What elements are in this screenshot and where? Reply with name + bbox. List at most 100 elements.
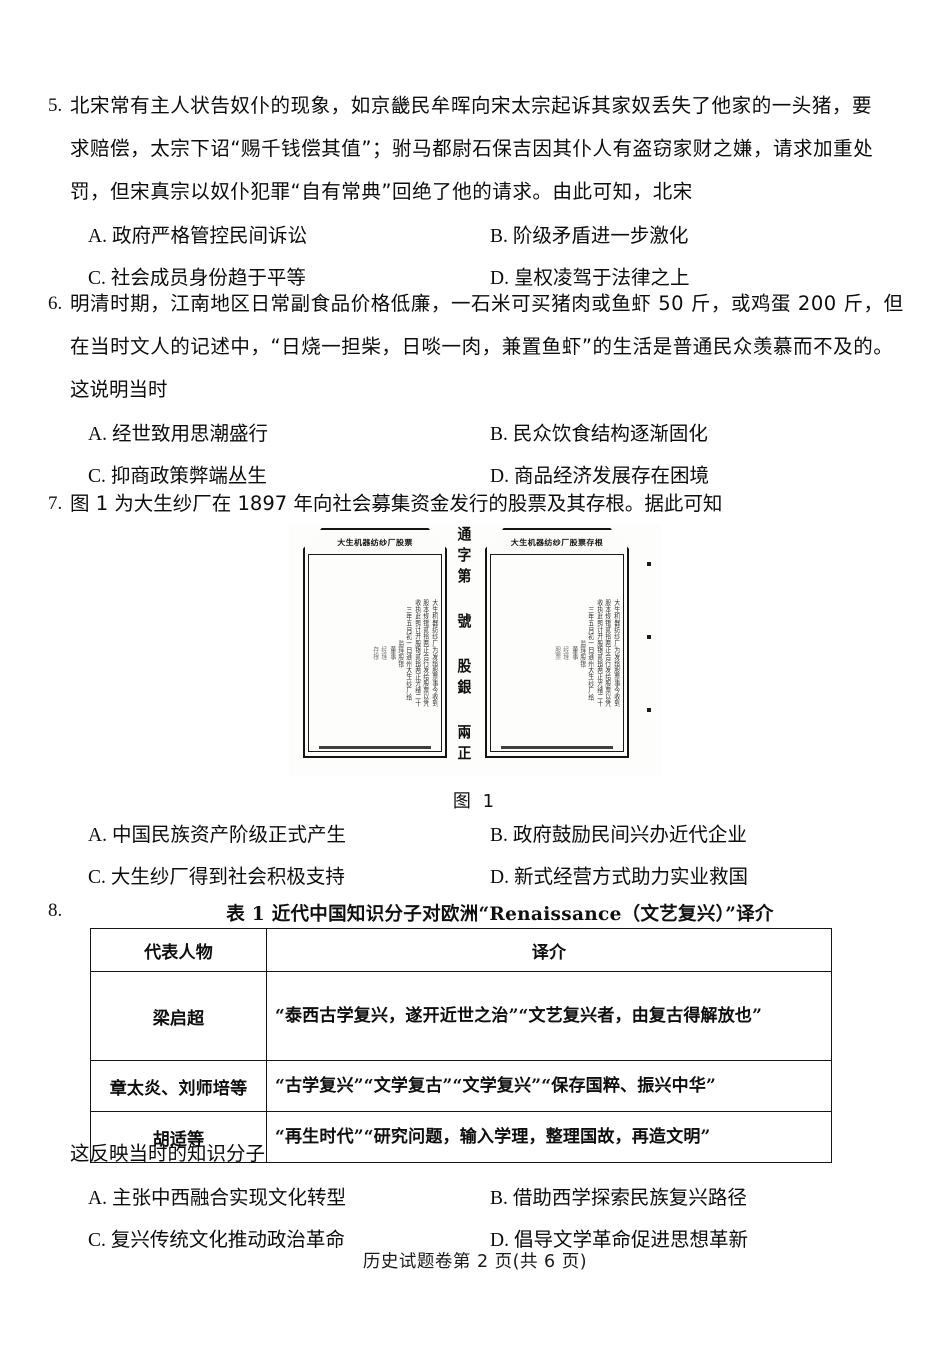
option-text-d: 皇权凌驾于法律之上 — [513, 266, 690, 289]
vertical-text-column: 三年五月初一日通州大生纱厂给 — [588, 606, 595, 700]
column-header-gloss: 译介 — [266, 928, 832, 972]
cell-gloss: “再生时代”“研究问题，输入学理，整理国故，再造文明” — [266, 1111, 832, 1163]
option-text-a: 经世致用思潮盛行 — [111, 422, 268, 445]
vertical-text-column: 存根 — [372, 646, 379, 660]
cell-gloss: “古学复兴”“文学复古”“文学复兴”“保存国粹、振兴中华” — [266, 1060, 832, 1112]
left-stub-baseline — [319, 746, 431, 749]
question-6-option-row-cd: C.抑商政策弊端丛生 D.商品经济发展存在困境 — [48, 455, 910, 497]
option-letter-b: B. — [490, 1188, 508, 1209]
option-text-b: 政府鼓励民间兴办近代企业 — [512, 823, 747, 846]
cell-person: 梁启超 — [90, 971, 267, 1061]
question-5-option-d[interactable]: D.皇权凌驾于法律之上 — [490, 257, 689, 299]
stock-certificate-photo: 大生机器纺纱厂股票 大生机器纺纱厂为发给股票事今收到 股本规银贰拾两正合行发给股… — [289, 524, 661, 776]
vertical-text-column: 董事 — [571, 646, 578, 660]
margin-mark — [647, 635, 651, 639]
vertical-text-column: 经理 — [562, 646, 570, 660]
middle-text-3: 股銀 — [455, 658, 473, 700]
question-8-option-row-ab: A.主张中西融合实现文化转型 B.借助西学探索民族复兴路径 — [48, 1177, 910, 1219]
left-stub-body: 大生机器纺纱厂为发给股票事今收到 股本规银贰拾两正合行发给股票以凭 收执此照计开… — [308, 554, 442, 752]
question-5-stem-text-2: 求赔偿，太宗下诏“赐千钱偿其值”；驸马都尉石保吉因其仆人有盗窃家财之嫌，请求加重… — [70, 137, 874, 160]
question-7-stem-line-1: 7. 图 1 为大生纱厂在 1897 年向社会募集资金发行的股票及其存根。据此可… — [48, 482, 910, 525]
question-6: 6. 明清时期，江南地区日常副食品价格低廉，一石米可买猪肉或鱼虾 50 斤，或鸡… — [48, 282, 910, 497]
question-6-option-c[interactable]: C.抑商政策弊端丛生 — [88, 455, 490, 497]
question-6-stem-text-2: 在当时文人的记述中，“日烧一担柴，日啖一肉，兼置鱼虾”的生活是普通民众羡慕而不及… — [70, 335, 894, 358]
option-letter-a: A. — [88, 1188, 107, 1209]
question-7-option-row-cd: C.大生纱厂得到社会积极支持 D.新式经营方式助力实业救国 — [48, 856, 910, 898]
question-7-option-a[interactable]: A.中国民族资产阶级正式产生 — [88, 814, 490, 856]
vertical-text-column: 经理 — [380, 646, 388, 660]
table-1-title: 表 1 近代中国知识分子对欧洲“Renaissance（文艺复兴）”译介 — [226, 904, 774, 925]
option-letter-c: C. — [88, 466, 106, 487]
question-5-number: 5. — [48, 95, 63, 116]
question-6-option-row-ab: A.经世致用思潮盛行 B.民众饮食结构逐渐固化 — [48, 413, 910, 455]
question-7-number: 7. — [48, 493, 63, 514]
certificate-middle-inscription: 通字第 號 股銀 兩正 — [447, 526, 483, 766]
question-7-options: A.中国民族资产阶级正式产生 B.政府鼓励民间兴办近代企业 C.大生纱厂得到社会… — [48, 812, 910, 898]
option-text-d: 倡导文学革命促进思想革新 — [513, 1228, 748, 1251]
vertical-text-column: 三年五月初一日通州大生纱厂给 — [406, 606, 413, 700]
question-7-stem-text-1: 图 1 为大生纱厂在 1897 年向社会募集资金发行的股票及其存根。据此可知 — [70, 492, 723, 515]
question-8-option-c[interactable]: C.复兴传统文化推动政治革命 — [88, 1219, 490, 1261]
question-6-options: A.经世致用思潮盛行 B.民众饮食结构逐渐固化 C.抑商政策弊端丛生 D.商品经… — [48, 413, 910, 497]
vertical-text-column: 收执此照计开股银贰拾两正光绪二十 — [414, 599, 421, 707]
question-7-option-d[interactable]: D.新式经营方式助力实业救国 — [490, 856, 748, 898]
option-letter-d: D. — [490, 1230, 509, 1251]
table-header-row: 代表人物 译介 — [90, 928, 832, 972]
question-5: 5. 北宋常有主人状告奴仆的现象，如京畿民牟晖向宋太宗起诉其家奴丢失了他家的一头… — [48, 84, 910, 299]
option-text-d: 商品经济发展存在困境 — [513, 464, 709, 487]
cell-gloss: “泰西古学复兴，遂开近世之治”“文艺复兴者，由复古得解放也” — [266, 971, 832, 1061]
question-6-stem-text-3: 这说明当时 — [70, 378, 168, 401]
question-5-stem-text-1: 北宋常有主人状告奴仆的现象，如京畿民牟晖向宋太宗起诉其家奴丢失了他家的一头猪，要 — [70, 94, 873, 117]
right-stub-header: 大生机器纺纱厂股票存根 — [510, 537, 604, 547]
question-6-option-b[interactable]: B.民众饮食结构逐渐固化 — [490, 413, 708, 455]
option-letter-a: A. — [88, 226, 107, 247]
question-7-option-c[interactable]: C.大生纱厂得到社会积极支持 — [88, 856, 490, 898]
vertical-text-column: 监理股银 — [579, 639, 586, 667]
question-7-option-b[interactable]: B.政府鼓励民间兴办近代企业 — [490, 814, 747, 856]
left-stub-text-columns: 大生机器纺纱厂为发给股票事今收到 股本规银贰拾两正合行发给股票以凭 收执此照计开… — [312, 559, 438, 747]
question-8-option-d[interactable]: D.倡导文学革命促进思想革新 — [490, 1219, 748, 1261]
question-8-number: 8. — [48, 900, 63, 921]
question-6-option-a[interactable]: A.经世致用思潮盛行 — [88, 413, 490, 455]
question-5-option-c[interactable]: C.社会成员身份趋于平等 — [88, 257, 490, 299]
option-letter-c: C. — [88, 268, 106, 289]
question-5-option-a[interactable]: A.政府严格管控民间诉讼 — [88, 215, 490, 257]
option-letter-b: B. — [490, 825, 508, 846]
option-text-a: 政府严格管控民间诉讼 — [111, 224, 307, 247]
question-5-option-b[interactable]: B.阶级矛盾进一步激化 — [490, 215, 688, 257]
option-letter-b: B. — [490, 226, 508, 247]
table-row: 章太炎、刘师培等 “古学复兴”“文学复古”“文学复兴”“保存国粹、振兴中华” — [90, 1060, 832, 1112]
margin-mark — [647, 562, 651, 566]
question-8-tail: 这反映当时的知识分子 A.主张中西融合实现文化转型 B.借助西学探索民族复兴路径… — [48, 1132, 910, 1261]
question-8-options: A.主张中西融合实现文化转型 B.借助西学探索民族复兴路径 C.复兴传统文化推动… — [48, 1177, 910, 1261]
option-letter-c: C. — [88, 1230, 106, 1251]
certificate-left-stub: 大生机器纺纱厂股票 大生机器纺纱厂为发给股票事今收到 股本规银贰拾两正合行发给股… — [303, 528, 447, 758]
margin-mark — [647, 708, 651, 712]
right-stub-body: 大生机器纺纱厂为发给股票事今收到 股本规银贰拾两正合行发给股票以凭 收执此照计开… — [490, 554, 624, 752]
option-text-c: 复兴传统文化推动政治革命 — [110, 1228, 345, 1251]
photo-margin-marks — [647, 562, 655, 712]
right-stub-text-columns: 大生机器纺纱厂为发给股票事今收到 股本规银贰拾两正合行发给股票以凭 收执此照计开… — [494, 559, 620, 747]
right-stub-baseline — [501, 746, 613, 749]
question-6-stem-text-1: 明清时期，江南地区日常副食品价格低廉，一石米可买猪肉或鱼虾 50 斤，或鸡蛋 2… — [70, 292, 904, 315]
table-row: 梁启超 “泰西古学复兴，遂开近世之治”“文艺复兴者，由复古得解放也” — [90, 971, 832, 1061]
vertical-text-column: 大生机器纺纱厂为发给股票事今收到 — [431, 599, 438, 707]
vertical-text-column: 股票 — [554, 646, 561, 660]
option-text-c: 抑商政策弊端丛生 — [110, 464, 267, 487]
vertical-text-column: 大生机器纺纱厂为发给股票事今收到 — [613, 599, 620, 707]
option-letter-d: D. — [490, 466, 509, 487]
option-text-b: 民众饮食结构逐渐固化 — [512, 422, 708, 445]
question-5-stem-line-1: 5. 北宋常有主人状告奴仆的现象，如京畿民牟晖向宋太宗起诉其家奴丢失了他家的一头… — [48, 84, 910, 127]
question-8-option-b[interactable]: B.借助西学探索民族复兴路径 — [490, 1177, 747, 1219]
figure-1: 大生机器纺纱厂股票 大生机器纺纱厂为发给股票事今收到 股本规银贰拾两正合行发给股… — [0, 524, 950, 813]
vertical-text-column: 股本规银贰拾两正合行发给股票以凭 — [604, 599, 612, 707]
question-6-option-d[interactable]: D.商品经济发展存在困境 — [490, 455, 709, 497]
figure-1-caption: 图 1 — [452, 791, 498, 812]
option-letter-d: D. — [490, 268, 509, 289]
left-stub-header: 大生机器纺纱厂股票 — [337, 537, 413, 547]
question-8-option-row-cd: C.复兴传统文化推动政治革命 D.倡导文学革命促进思想革新 — [48, 1219, 910, 1261]
question-8-option-a[interactable]: A.主张中西融合实现文化转型 — [88, 1177, 490, 1219]
option-text-a: 中国民族资产阶级正式产生 — [111, 823, 346, 846]
option-text-c: 大生纱厂得到社会积极支持 — [110, 865, 345, 888]
